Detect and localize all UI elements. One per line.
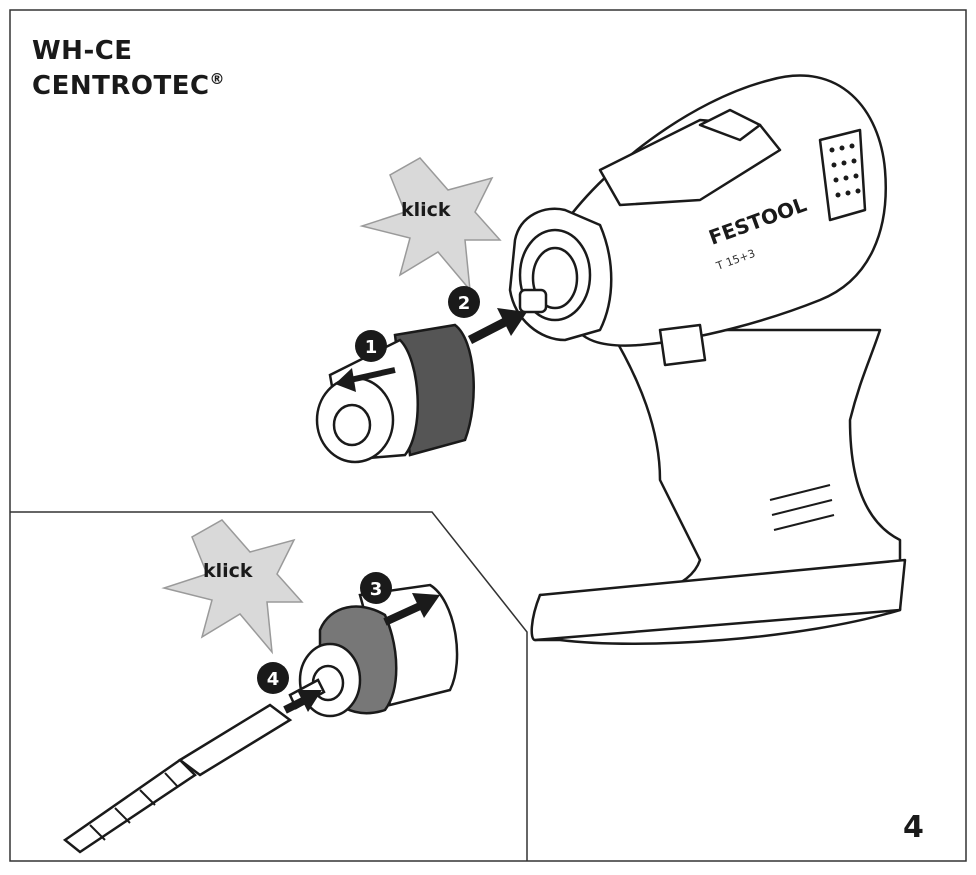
title-text: CENTROTEC: [32, 71, 210, 101]
arrow-insert-head: [297, 690, 322, 712]
klick-label-top: klick: [401, 199, 451, 221]
figure-number: 4: [903, 810, 924, 845]
drill-spindle: [518, 288, 548, 314]
drill-gear-switch: [598, 118, 782, 207]
drill-housing: [558, 74, 887, 347]
arrow-attach-head: [497, 308, 527, 336]
klick-star-bottom: [161, 519, 304, 655]
arrow-slide: [383, 602, 422, 626]
step-number-1: 1: [365, 337, 378, 358]
bit-shank: [177, 703, 293, 777]
arrow-remove: [349, 367, 396, 383]
klick-label-bottom: klick: [203, 560, 253, 582]
step-number-2: 2: [458, 293, 471, 314]
chuck-bore: [332, 403, 372, 447]
drill-illustration: [508, 74, 907, 645]
drill-bit: [62, 678, 326, 854]
drill-vents: [818, 128, 867, 222]
figure-border: [9, 9, 967, 862]
drill-handle: [533, 328, 902, 645]
drill-trigger: [658, 323, 707, 367]
step-badge-4: [257, 662, 289, 694]
inset-frame: [10, 511, 528, 861]
arrow-slide-head: [412, 593, 440, 618]
step-badge-1: [355, 330, 387, 362]
chuck-adapter-top: [315, 323, 475, 464]
klick-star-top: [359, 157, 502, 293]
step-number-3: 3: [370, 579, 383, 600]
bit-flute: [62, 758, 197, 854]
registered-mark: ®: [209, 70, 226, 88]
figure-title-line1: WH-CE: [32, 36, 133, 66]
grip-lines: [769, 484, 835, 531]
step-badge-3: [360, 572, 392, 604]
step-number-4: 4: [267, 669, 280, 690]
figure-title-line2: CENTROTEC®: [32, 70, 225, 101]
arrow-insert: [283, 696, 307, 714]
drill-top-grip: [698, 108, 762, 142]
step-badge-2: [448, 286, 480, 318]
vent-dots: [829, 143, 861, 198]
arrow-remove-head: [335, 368, 356, 392]
arrow-attach: [467, 317, 508, 345]
chuck-adapter-bottom: [298, 583, 459, 718]
